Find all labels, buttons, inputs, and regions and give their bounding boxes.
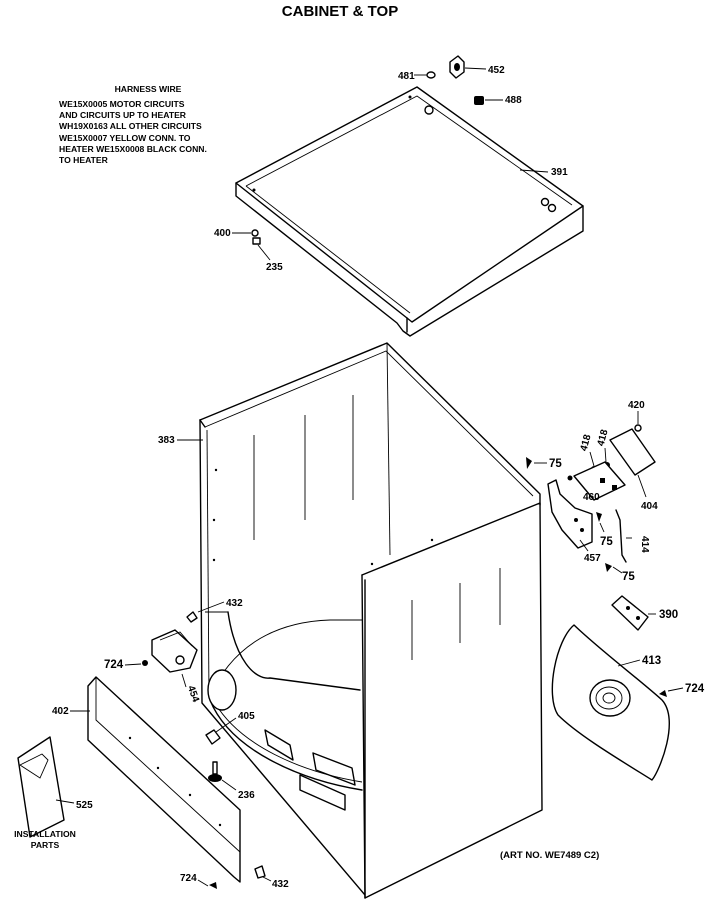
part-75-screw-middle: 75 xyxy=(596,512,613,548)
part-75-screw-upper: 75 xyxy=(526,457,562,470)
harness-wire-note: HARNESS WIRE WE15X0005 MOTOR CIRCUITS AN… xyxy=(59,84,207,165)
callout-402: 402 xyxy=(52,706,69,717)
part-383-cabinet: 383 xyxy=(158,342,543,899)
part-402-toe-panel: 402 xyxy=(52,676,241,883)
part-432-clip-bottom: 432 xyxy=(254,865,289,890)
installation-parts-label: INSTALLATION xyxy=(14,829,76,839)
part-481-clip: 481 xyxy=(398,71,436,82)
harness-note-line: WE15X0007 YELLOW CONN. TO xyxy=(59,133,191,143)
callout-390: 390 xyxy=(659,609,678,621)
callout-457: 457 xyxy=(584,553,601,564)
callout-414: 414 xyxy=(639,536,650,553)
harness-note-line: AND CIRCUITS UP TO HEATER xyxy=(59,110,187,120)
part-404-cover-plate: 404 xyxy=(609,428,658,512)
part-525-installation-envelope: 525 INSTALLATION PARTS xyxy=(14,736,93,850)
part-75-screw-lower: 75 xyxy=(605,563,635,583)
callout-405: 405 xyxy=(238,711,255,722)
part-457-bracket: 457 xyxy=(547,479,601,564)
diagram-title: CABINET & TOP xyxy=(282,3,398,20)
callout-488: 488 xyxy=(505,95,522,106)
part-418-terminals: 418 418 xyxy=(579,428,611,472)
callout-432-upper: 432 xyxy=(226,598,243,609)
callout-454: 454 xyxy=(185,684,201,704)
callout-432-bottom: 432 xyxy=(272,879,289,890)
part-724-screw-right: 724 xyxy=(659,683,705,697)
callout-400: 400 xyxy=(214,228,231,239)
harness-note-heading: HARNESS WIRE xyxy=(115,84,182,94)
callout-460: 460 xyxy=(583,492,600,503)
harness-note-line: WH19X0163 ALL OTHER CIRCUITS xyxy=(59,121,202,131)
callout-75-upper: 75 xyxy=(549,458,562,470)
part-460-terminal-block: 460 xyxy=(567,461,626,503)
callout-525: 525 xyxy=(76,800,93,811)
callout-418-b: 418 xyxy=(596,428,611,447)
callout-413: 413 xyxy=(642,655,661,667)
part-405-bracket: 405 xyxy=(205,711,255,745)
part-724-screw-bottom: 724 xyxy=(180,873,217,889)
part-413-rear-panel: 413 xyxy=(551,624,670,781)
installation-parts-label: PARTS xyxy=(31,840,60,850)
callout-404: 404 xyxy=(641,501,658,512)
callout-724-right: 724 xyxy=(685,683,705,695)
part-390-gasket: 390 xyxy=(611,595,678,631)
callout-235: 235 xyxy=(266,262,283,273)
callout-724-left: 724 xyxy=(104,659,124,671)
harness-note-line: HEATER WE15X0008 BLACK CONN. xyxy=(59,144,207,154)
callout-418-a: 418 xyxy=(579,433,594,452)
part-420-screw: 420 xyxy=(628,400,645,432)
part-432-clip-upper: 432 xyxy=(186,598,243,623)
callout-75-lower: 75 xyxy=(622,571,635,583)
harness-note-line: TO HEATER xyxy=(59,155,109,165)
callout-383: 383 xyxy=(158,435,175,446)
callout-236: 236 xyxy=(238,790,255,801)
callout-452: 452 xyxy=(488,65,505,76)
harness-note-line: WE15X0005 MOTOR CIRCUITS xyxy=(59,99,185,109)
part-452-hinge: 452 xyxy=(449,55,505,79)
callout-391: 391 xyxy=(551,167,568,178)
part-391-top-panel: 391 xyxy=(235,86,584,337)
callout-724-bottom: 724 xyxy=(180,873,197,884)
art-number: (ART NO. WE7489 C2) xyxy=(500,850,599,861)
part-414-wire: 414 xyxy=(615,509,650,563)
callout-75-middle: 75 xyxy=(600,536,613,548)
part-400-screw: 400 xyxy=(214,228,259,239)
part-724-screw-left: 724 xyxy=(104,659,148,671)
callout-420: 420 xyxy=(628,400,645,411)
callout-481: 481 xyxy=(398,71,415,82)
part-454-door-switch: 454 xyxy=(151,629,201,704)
part-235-clip: 235 xyxy=(252,237,283,273)
part-488-bumper: 488 xyxy=(474,95,522,106)
part-236-leveling-leg: 236 xyxy=(208,761,255,801)
